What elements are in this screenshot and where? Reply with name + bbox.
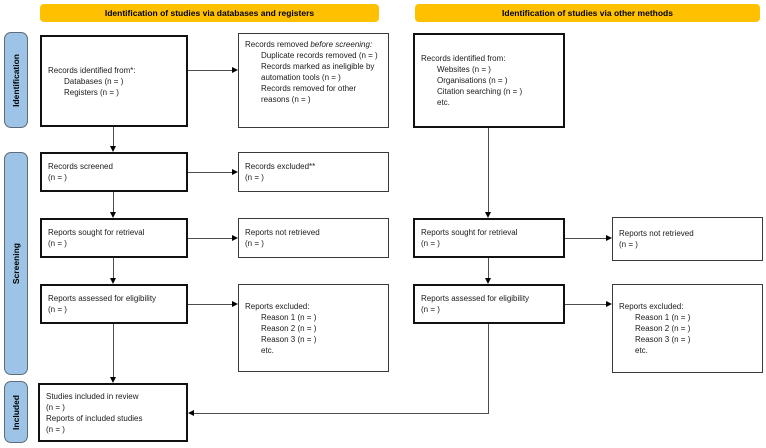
box-reports-sought-databases: Reports sought for retrieval (n = ) (40, 218, 188, 258)
box-line: Records screened (48, 162, 113, 171)
box-line: Reason 1 (n = ) (635, 313, 691, 322)
box-line: Reason 2 (n = ) (261, 323, 317, 333)
box-line: Records marked as ineligible by automati… (261, 62, 375, 82)
arrow-line (188, 70, 232, 71)
arrowhead-down-icon (485, 278, 491, 284)
arrowhead-down-icon (110, 146, 116, 152)
box-line: (n = ) (421, 239, 440, 248)
box-line: Reports excluded: (245, 301, 310, 311)
box-line: Records excluded** (245, 162, 316, 171)
arrowhead-down-icon (110, 377, 116, 383)
arrowhead-right-icon (606, 234, 612, 241)
box-line: Reports sought for retrieval (421, 228, 518, 237)
box-line: Reports excluded: (619, 302, 684, 311)
arrow-line (188, 304, 232, 305)
box-line: Registers (n = ) (64, 87, 119, 97)
box-records-identified-other: Records identified from: Websites (n = )… (413, 33, 565, 128)
arrowhead-left-icon (188, 409, 194, 416)
arrow-line (565, 238, 606, 239)
box-line: (n = ) (46, 402, 65, 412)
box-records-identified-databases: Records identified from*: Databases (n =… (40, 35, 188, 127)
box-studies-included: Studies included in review (n = ) Report… (38, 383, 188, 442)
box-line: Studies included in review (46, 391, 139, 401)
arrow-line (113, 127, 114, 146)
box-line: Reason 2 (n = ) (635, 324, 691, 333)
box-line: (n = ) (245, 239, 264, 248)
box-reports-assessed-other: Reports assessed for eligibility (n = ) (413, 284, 565, 324)
header-databases-registers: Identification of studies via databases … (40, 4, 379, 22)
box-reports-not-retrieved-databases: Reports not retrieved (n = ) (238, 218, 389, 258)
box-line: (n = ) (46, 424, 65, 434)
box-records-removed-before-screening: Records removed before screening: Duplic… (238, 33, 389, 128)
box-line: Organisations (n = ) (437, 76, 508, 85)
box-line: Reports sought for retrieval (48, 228, 145, 237)
arrowhead-right-icon (232, 300, 238, 307)
stage-included: Included (4, 381, 28, 443)
arrowhead-down-icon (110, 278, 116, 284)
arrowhead-right-icon (606, 300, 612, 307)
box-line: Reports not retrieved (619, 229, 694, 238)
arrow-line (488, 258, 489, 278)
box-line: etc. (635, 346, 648, 355)
box-line: Websites (n = ) (437, 65, 491, 74)
arrowhead-right-icon (232, 168, 238, 175)
box-records-excluded: Records excluded** (n = ) (238, 152, 389, 192)
box-reports-assessed-databases: Reports assessed for eligibility (n = ) (40, 284, 188, 324)
box-line: Reason 1 (n = ) (261, 312, 317, 322)
arrowhead-right-icon (232, 66, 238, 73)
stage-included-label: Included (11, 394, 21, 430)
box-line: Reports not retrieved (245, 228, 320, 237)
arrow-line (488, 128, 489, 212)
box-line: Records removed for other reasons (n = ) (261, 84, 357, 104)
arrow-line (113, 192, 114, 212)
box-line: Reports assessed for eligibility (421, 294, 530, 303)
arrow-line (188, 238, 232, 239)
arrow-line (565, 304, 606, 305)
box-line: etc. (261, 345, 274, 355)
box-line: Reports of included studies (46, 413, 143, 423)
box-line: Citation searching (n = ) (437, 87, 523, 96)
box-reports-excluded-other: Reports excluded: Reason 1 (n = ) Reason… (612, 284, 763, 373)
box-line: Records removed before screening: (245, 40, 373, 49)
arrow-line (113, 324, 114, 377)
box-reports-excluded-databases: Reports excluded: Reason 1 (n = ) Reason… (238, 284, 389, 372)
box-line: (n = ) (48, 305, 67, 314)
stage-screening: Screening (4, 152, 28, 375)
box-line: (n = ) (245, 173, 264, 182)
header-other-methods: Identification of studies via other meth… (415, 4, 760, 22)
box-line: Reason 3 (n = ) (635, 335, 691, 344)
box-line: Duplicate records removed (n = ) (261, 51, 378, 60)
box-line: Databases (n = ) (64, 76, 124, 86)
box-line: (n = ) (48, 173, 67, 182)
stage-identification-label: Identification (11, 53, 21, 107)
box-line: (n = ) (48, 239, 67, 248)
arrowhead-right-icon (232, 234, 238, 241)
arrowhead-down-icon (485, 212, 491, 218)
box-records-screened: Records screened (n = ) (40, 152, 188, 192)
box-line: (n = ) (421, 305, 440, 314)
box-line: Records identified from: (421, 54, 506, 63)
arrowhead-down-icon (110, 212, 116, 218)
stage-identification: Identification (4, 32, 28, 128)
box-line: Reason 3 (n = ) (261, 334, 317, 344)
box-line: etc. (437, 98, 450, 107)
box-line: Reports assessed for eligibility (48, 294, 157, 303)
arrow-line (194, 413, 489, 414)
box-line: (n = ) (619, 240, 638, 249)
box-reports-sought-other: Reports sought for retrieval (n = ) (413, 218, 565, 258)
arrow-line (188, 172, 232, 173)
arrow-line (113, 258, 114, 278)
box-reports-not-retrieved-other: Reports not retrieved (n = ) (612, 217, 763, 261)
arrow-line (488, 324, 489, 413)
box-line: Records identified from*: (48, 65, 136, 75)
stage-screening-label: Screening (11, 242, 21, 285)
